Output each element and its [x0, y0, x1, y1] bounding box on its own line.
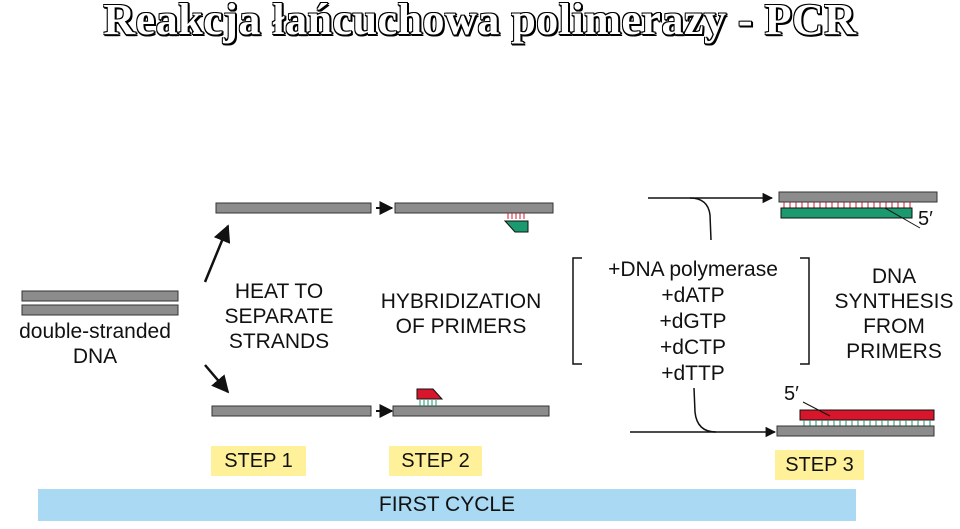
- label-double-stranded-dna: double-stranded DNA: [19, 320, 171, 368]
- synthesis-arrow-top: [648, 197, 712, 241]
- strand-with-primer-bottom: [392, 405, 550, 417]
- separated-strand-bottom: [211, 405, 372, 417]
- reagent-bracket: [572, 257, 810, 365]
- label-dna-synthesis: DNA SYNTHESIS FROM PRIMERS: [834, 265, 954, 363]
- page-title: Reakcja łańcuchowa polimerazy - PCR: [103, 0, 857, 44]
- label-heat-separate: HEAT TO SEPARATE STRANDS: [224, 280, 334, 353]
- hybridized-bases-top: [507, 213, 525, 219]
- synthesis-arrow-bottom: [693, 387, 777, 438]
- step-3-label: STEP 3: [775, 450, 864, 480]
- new-strand-green: [780, 207, 913, 219]
- first-cycle-banner: FIRST CYCLE: [38, 489, 856, 521]
- synthesized-bases-top: [783, 202, 911, 208]
- template-strand-bottom: [776, 425, 935, 437]
- arrow-up: [203, 224, 231, 283]
- hybridized-bases-bottom: [419, 400, 437, 406]
- label-hybridization: HYBRIDIZATION OF PRIMERS: [380, 290, 542, 338]
- five-prime-label-top: 5′: [918, 208, 933, 230]
- synthesized-bases-bottom: [803, 420, 931, 426]
- separated-strand-top: [215, 202, 372, 214]
- primer-red-bottom: [416, 388, 444, 400]
- primer-green-top: [503, 220, 529, 233]
- five-prime-label-bottom: 5′: [784, 383, 799, 405]
- arrow-down: [204, 364, 230, 394]
- step-1-label: STEP 1: [211, 446, 306, 476]
- step-2-label: STEP 2: [389, 446, 482, 476]
- double-stranded-dna: [21, 290, 179, 316]
- new-strand-red: [799, 409, 935, 421]
- label-reagents: +DNA polymerase +dATP +dGTP +dCTP +dTTP: [608, 258, 778, 385]
- strand-with-primer-top: [394, 202, 554, 214]
- template-strand-top: [778, 191, 938, 203]
